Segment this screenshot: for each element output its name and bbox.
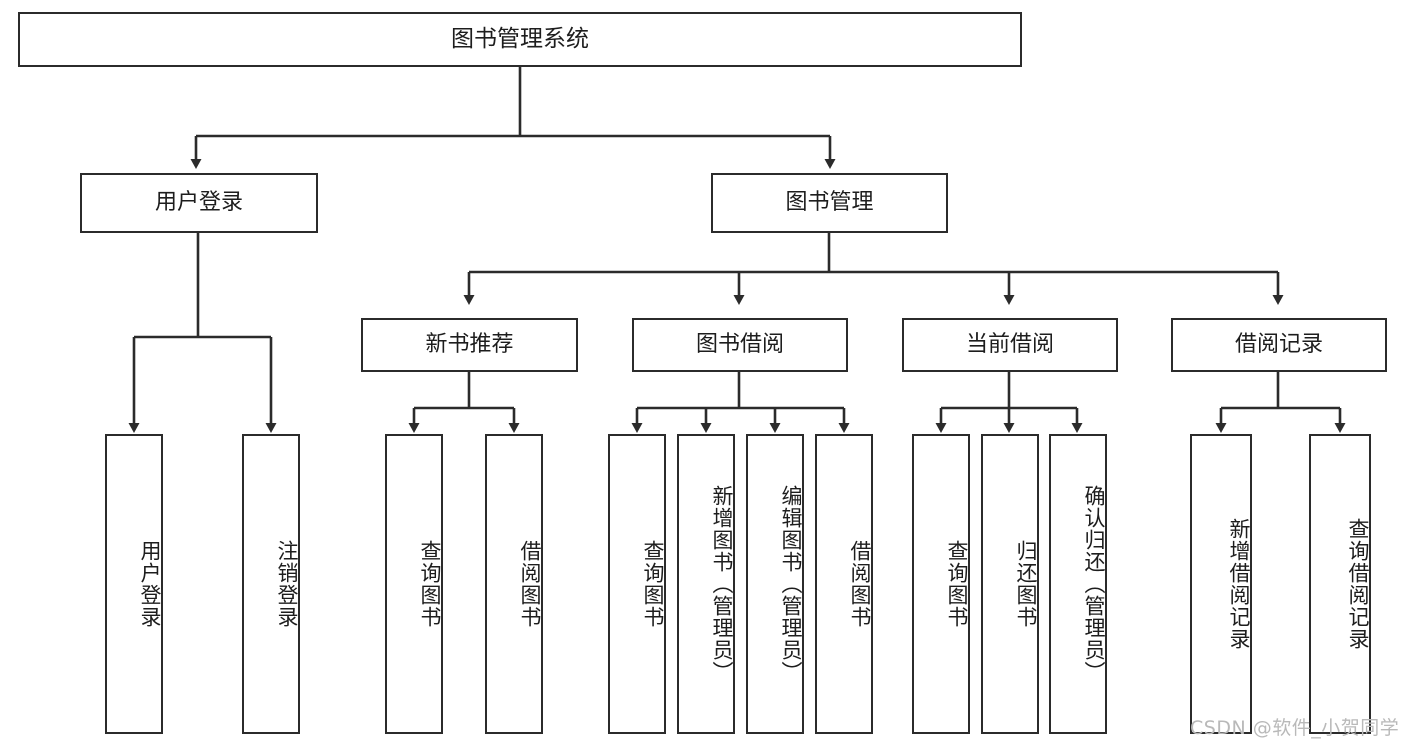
leaf-query-book-3-label: 查询图书: [945, 540, 969, 628]
leaf-query-book-2[interactable]: 查询图书: [608, 434, 666, 734]
leaf-add-book-label: 新增图书（管理员）: [710, 485, 734, 683]
leaf-user-login[interactable]: 用户登录: [105, 434, 163, 734]
node-new-book-recommend-label: 新书推荐: [425, 332, 514, 358]
leaf-edit-book-label: 编辑图书（管理员）: [779, 485, 803, 683]
node-root[interactable]: 图书管理系统: [18, 12, 1022, 67]
node-borrow-record[interactable]: 借阅记录: [1171, 318, 1387, 372]
leaf-borrow-book-1[interactable]: 借阅图书: [485, 434, 543, 734]
node-book-borrow-label: 图书借阅: [695, 332, 784, 358]
leaf-logout-login-label: 注销登录: [275, 540, 299, 628]
node-root-label: 图书管理系统: [451, 25, 589, 52]
leaf-confirm-return-label: 确认归还（管理员）: [1082, 485, 1106, 683]
leaf-add-book[interactable]: 新增图书（管理员）: [677, 434, 735, 734]
leaf-confirm-return[interactable]: 确认归还（管理员）: [1049, 434, 1107, 734]
node-user-login[interactable]: 用户登录: [80, 173, 318, 233]
node-user-login-label: 用户登录: [154, 190, 243, 216]
leaf-user-login-label: 用户登录: [138, 540, 162, 628]
node-book-management[interactable]: 图书管理: [711, 173, 948, 233]
node-book-management-label: 图书管理: [785, 190, 874, 216]
node-new-book-recommend[interactable]: 新书推荐: [361, 318, 578, 372]
node-current-borrow[interactable]: 当前借阅: [902, 318, 1118, 372]
leaf-return-book-label: 归还图书: [1014, 540, 1038, 628]
leaf-query-book-1-label: 查询图书: [418, 540, 442, 628]
leaf-borrow-book-2[interactable]: 借阅图书: [815, 434, 873, 734]
leaf-query-book-2-label: 查询图书: [641, 540, 665, 628]
leaf-add-record-label: 新增借阅记录: [1227, 518, 1251, 650]
leaf-query-book-3[interactable]: 查询图书: [912, 434, 970, 734]
leaf-query-record-label: 查询借阅记录: [1346, 518, 1370, 650]
leaf-logout-login[interactable]: 注销登录: [242, 434, 300, 734]
node-borrow-record-label: 借阅记录: [1234, 332, 1323, 358]
leaf-query-book-1[interactable]: 查询图书: [385, 434, 443, 734]
leaf-edit-book[interactable]: 编辑图书（管理员）: [746, 434, 804, 734]
leaf-return-book[interactable]: 归还图书: [981, 434, 1039, 734]
csdn-watermark: CSDN @软件_小贺同学: [1190, 717, 1400, 739]
leaf-query-record[interactable]: 查询借阅记录: [1309, 434, 1371, 734]
leaf-add-record[interactable]: 新增借阅记录: [1190, 434, 1252, 734]
node-book-borrow[interactable]: 图书借阅: [632, 318, 848, 372]
leaf-borrow-book-2-label: 借阅图书: [848, 540, 872, 628]
node-current-borrow-label: 当前借阅: [965, 332, 1054, 358]
leaf-borrow-book-1-label: 借阅图书: [518, 540, 542, 628]
